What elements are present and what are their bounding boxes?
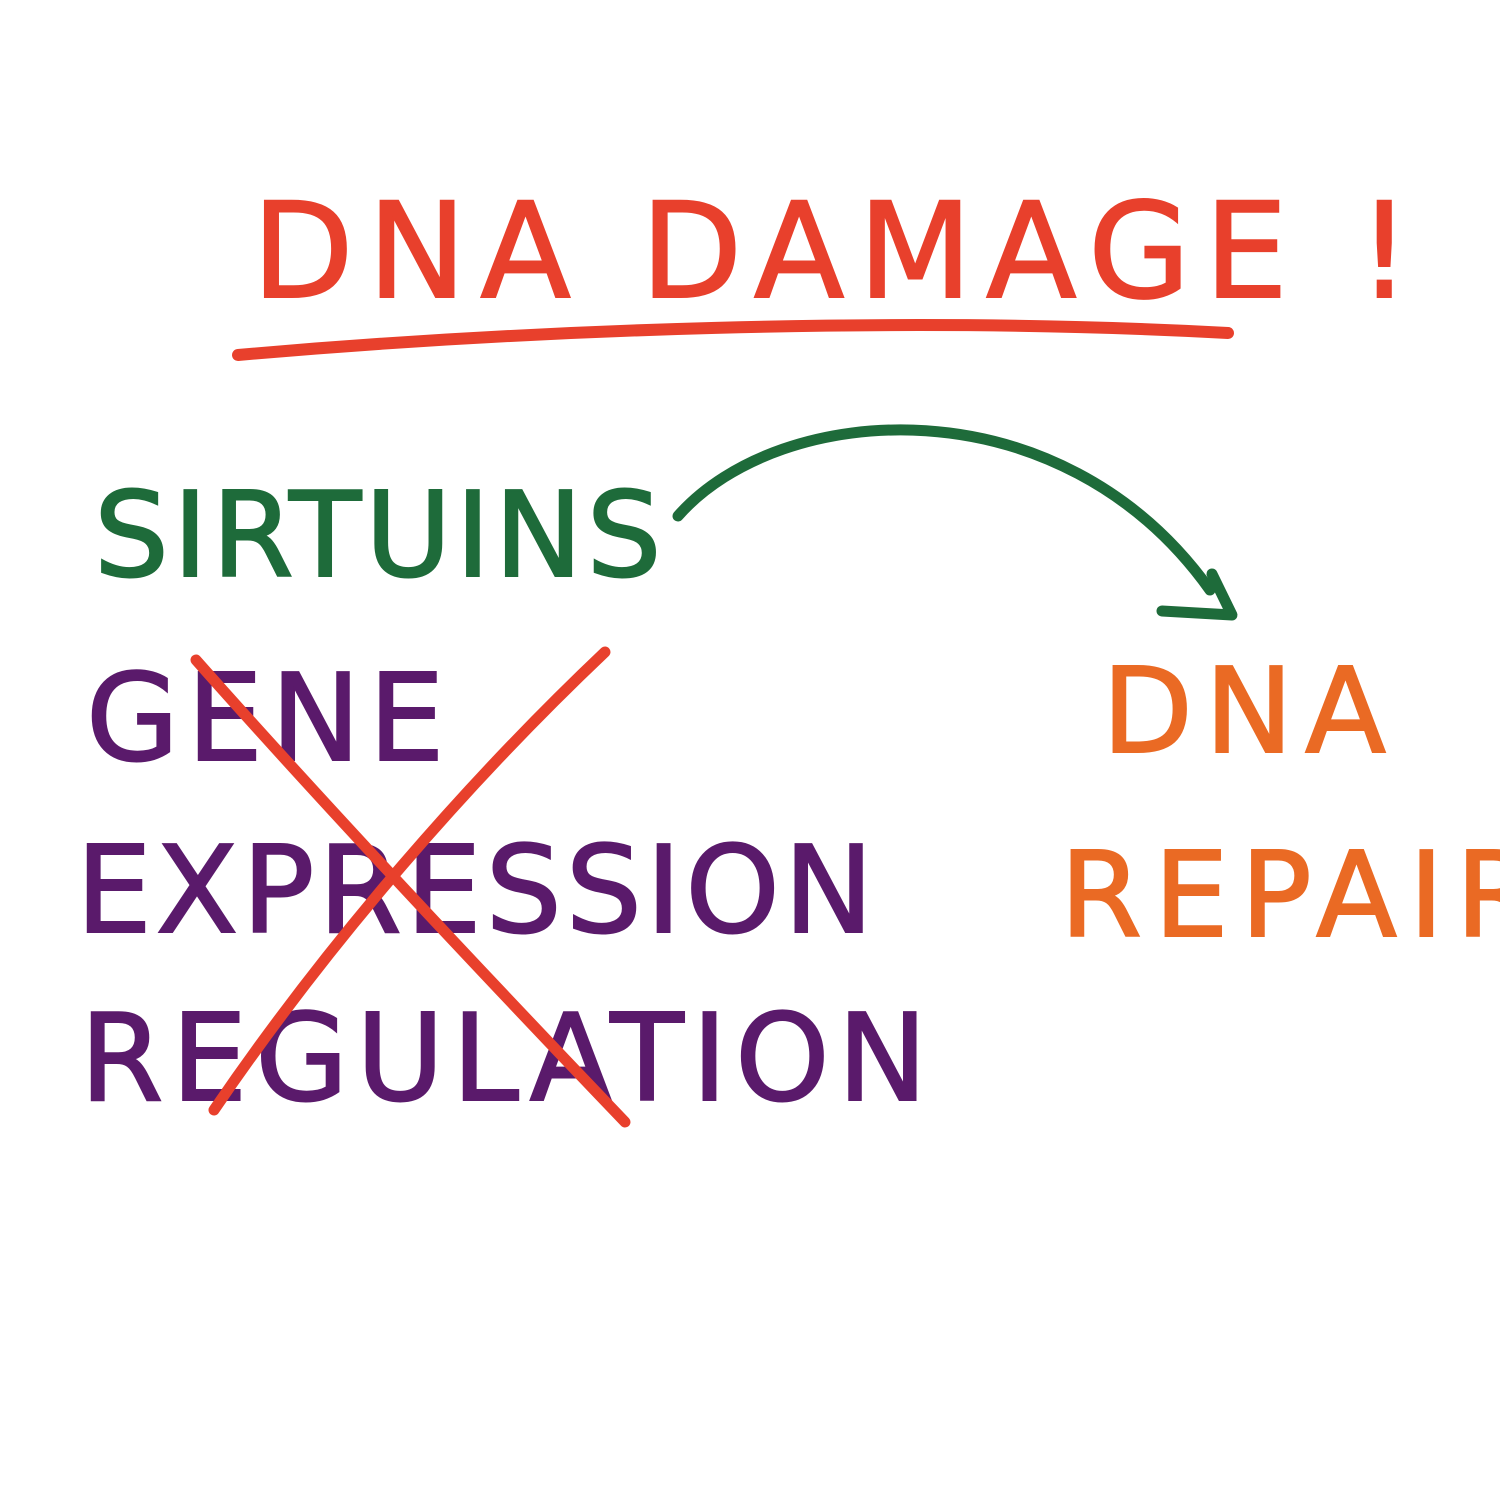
arrow-head	[1156, 568, 1238, 621]
title-underline	[232, 319, 1234, 361]
page-title: DNA DAMAGE !	[251, 175, 1425, 329]
repair-label: REPAIR	[1059, 826, 1500, 964]
dna-label: DNA	[1101, 642, 1398, 780]
gene-label: GENE	[85, 650, 453, 789]
regulation-label: REGULATION	[79, 990, 936, 1129]
arrow-curve	[672, 424, 1216, 596]
sirtuins-label: SIRTUINS	[93, 466, 666, 604]
expression-label: EXPRESSION	[75, 822, 878, 961]
